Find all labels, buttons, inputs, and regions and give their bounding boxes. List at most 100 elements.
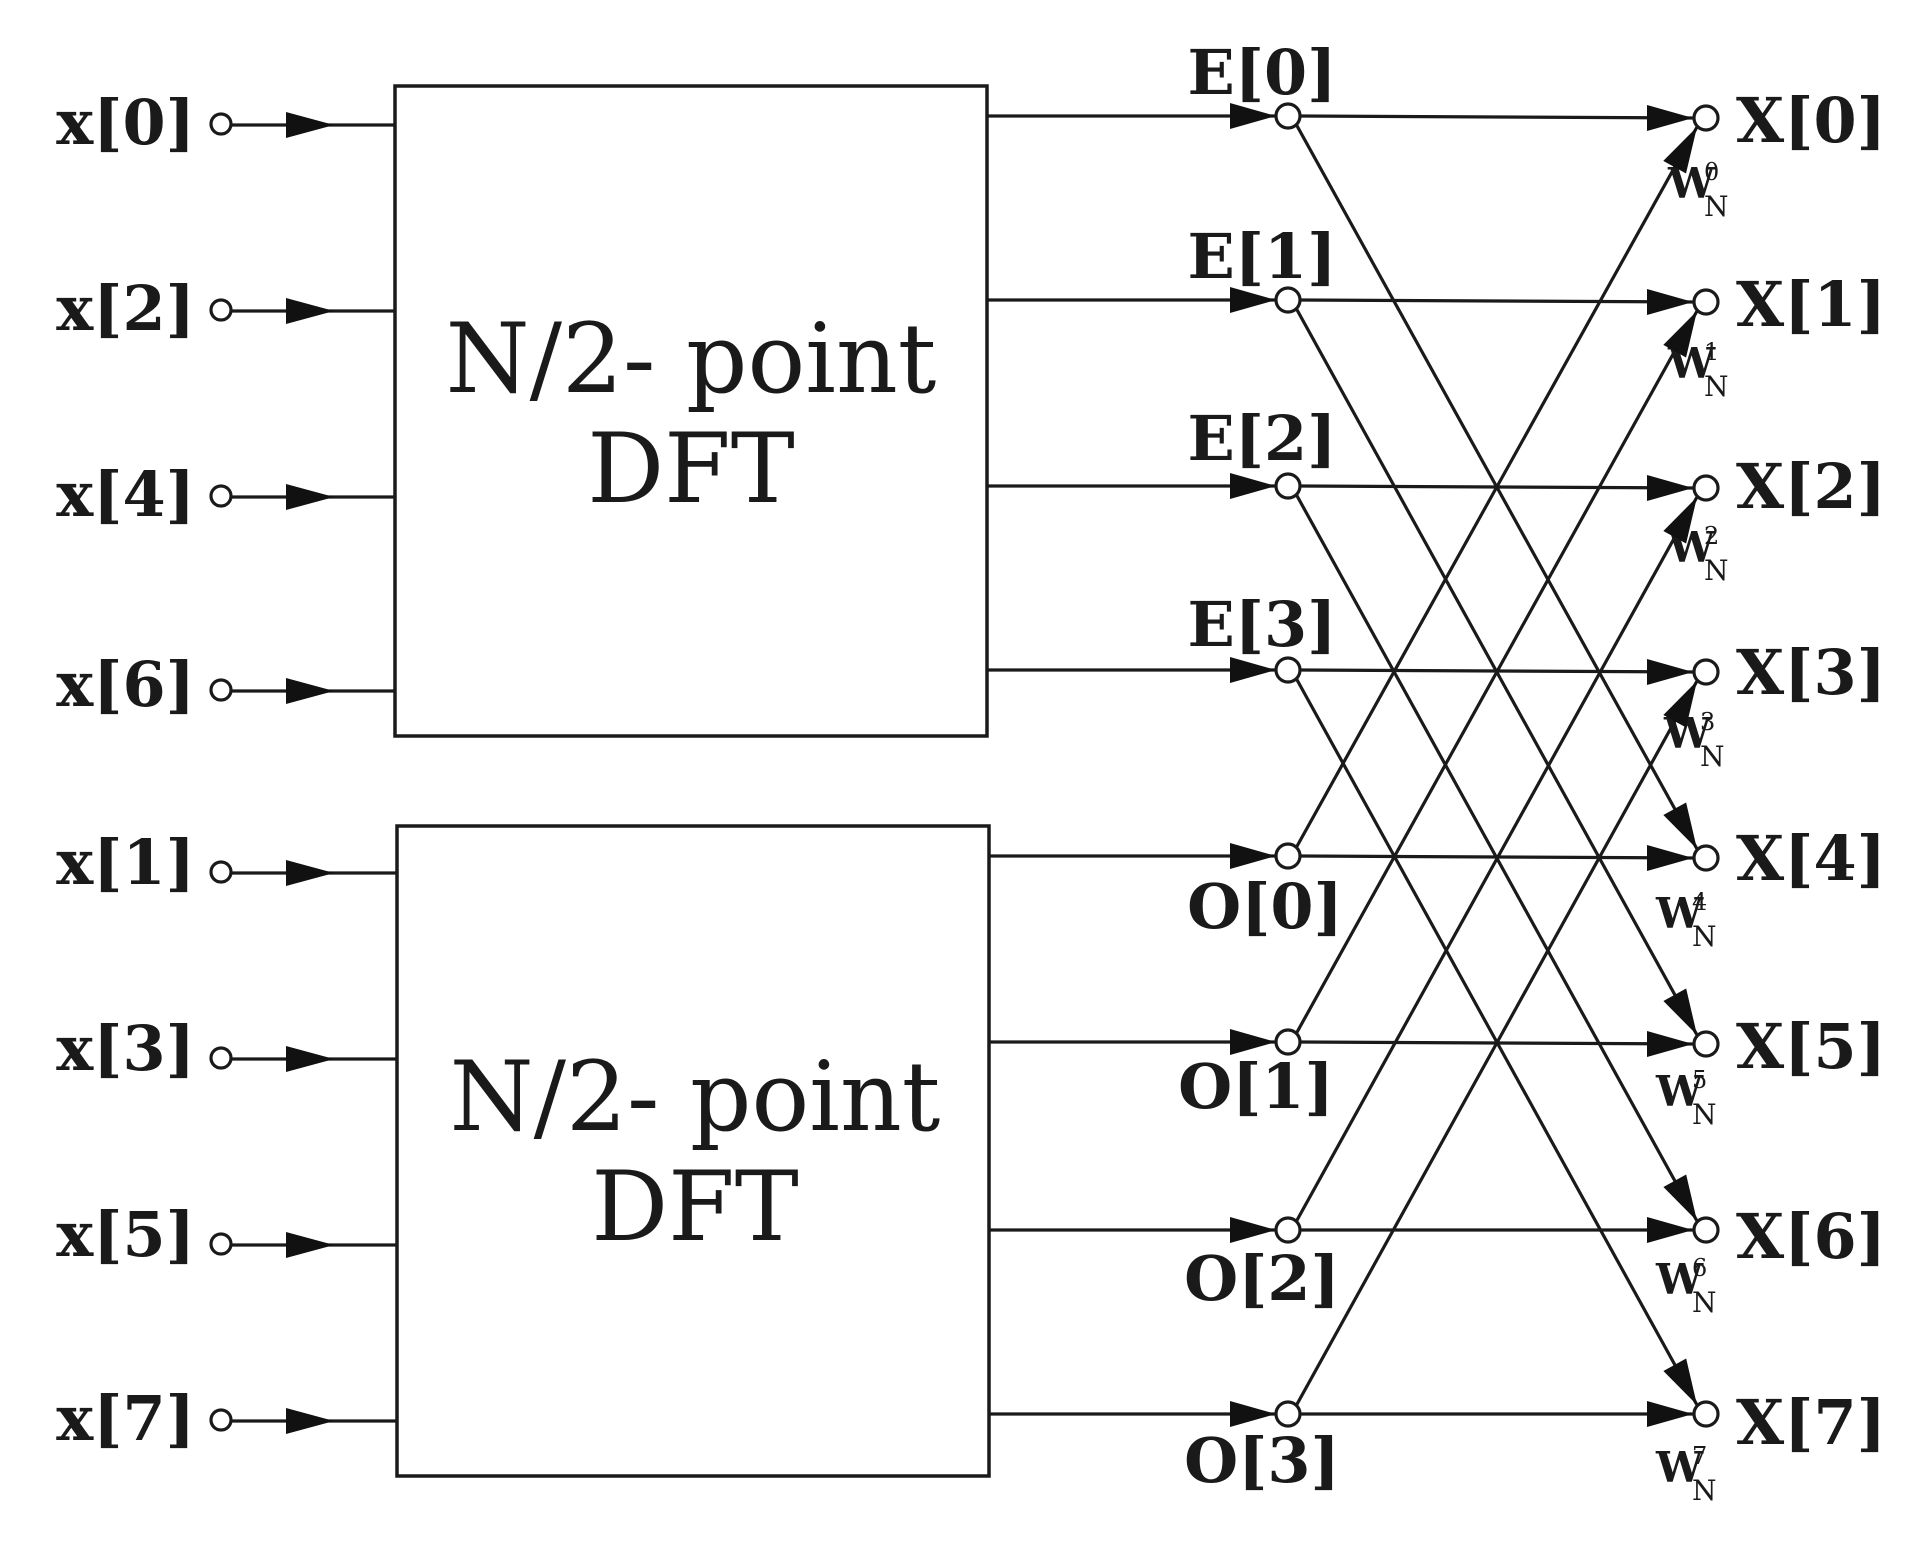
input-node (209, 298, 233, 322)
block-output-arrow (1230, 1401, 1276, 1427)
twiddle-base: W (1655, 1443, 1704, 1492)
butterfly-cross-wire (1294, 680, 1699, 1407)
butterfly-cross-arrow (1663, 1174, 1697, 1221)
output-section: X[0] X[1] X[2] X[3] X[4] X[5] X[6] X[7] (1736, 84, 1886, 1459)
dft-block-top-frame (393, 84, 989, 738)
twiddle-factor: W 6 N (1655, 1254, 1717, 1319)
butterfly-cross-wire (1294, 496, 1699, 1223)
butterfly-cross-arrow (1663, 988, 1697, 1035)
twiddle-factor: W 4 N (1655, 888, 1717, 953)
butterfly-cross-arrow (1663, 497, 1697, 544)
twiddle-subscript: N (1704, 190, 1729, 223)
odd-node (1274, 842, 1302, 870)
twiddle-subscript: N (1704, 370, 1729, 403)
odd-node (1274, 1216, 1302, 1244)
twiddle-exponent: 3 (1700, 708, 1715, 736)
twiddle-factor: W 5 N (1655, 1066, 1717, 1131)
input-arrow (286, 678, 334, 704)
twiddle-subscript: N (1692, 1286, 1717, 1319)
dft-block-top: N/2- point DFT (393, 84, 989, 738)
output-node (1692, 474, 1720, 502)
output-label: X[6] (1736, 1200, 1886, 1273)
input-node (209, 1232, 233, 1256)
twiddle-exponent: 2 (1704, 522, 1719, 550)
input-arrow (286, 1046, 334, 1072)
butterfly-straight-arrow (1647, 475, 1693, 501)
block-output-arrow (1230, 287, 1276, 313)
input-label: x[5] (56, 1198, 195, 1271)
output-label: X[0] (1736, 84, 1886, 157)
signal-nodes (209, 102, 1720, 1432)
twiddle-base: W (1655, 1067, 1704, 1116)
input-label: x[2] (56, 272, 195, 345)
dft-block-bottom-line2: DFT (591, 1151, 799, 1263)
output-node (1692, 658, 1720, 686)
butterfly-straight-wire (1299, 114, 1695, 120)
output-label: X[2] (1736, 450, 1886, 523)
input-node (209, 860, 233, 884)
butterfly-straight-arrow (1647, 105, 1693, 131)
output-label: X[3] (1736, 636, 1886, 709)
output-node (1692, 1030, 1720, 1058)
input-node (209, 1046, 233, 1070)
twiddle-factors: W 0 N W 1 N W 2 N W 3 N W 4 N W 5 N (1655, 158, 1729, 1507)
butterfly-cross-wire (1294, 310, 1699, 1035)
dft-block-bottom: N/2- point DFT (395, 824, 991, 1478)
butterfly-straight-arrow (1647, 845, 1693, 871)
output-node (1692, 1216, 1720, 1244)
twiddle-base: W (1655, 1255, 1704, 1304)
butterfly-straight-arrow (1647, 1031, 1693, 1057)
block-output-arrow (1230, 103, 1276, 129)
output-label: X[4] (1736, 822, 1886, 895)
input-label: x[3] (56, 1012, 195, 1085)
input-arrow (286, 860, 334, 886)
even-node (1274, 286, 1302, 314)
even-node (1274, 656, 1302, 684)
input-label: x[4] (56, 458, 195, 531)
input-arrow (286, 1232, 334, 1258)
odd-label: O[2] (1184, 1242, 1340, 1315)
twiddle-exponent: 4 (1692, 888, 1707, 916)
output-label: X[5] (1736, 1010, 1886, 1083)
twiddle-subscript: N (1700, 740, 1725, 773)
twiddle-exponent: 7 (1692, 1442, 1707, 1470)
dft-block-bottom-line1: N/2- point (450, 1041, 941, 1153)
odd-label: O[3] (1184, 1424, 1340, 1497)
block-output-arrow (1230, 843, 1276, 869)
input-label: x[7] (56, 1382, 195, 1455)
input-arrow (286, 1408, 334, 1434)
twiddle-exponent: 5 (1692, 1066, 1707, 1094)
twiddle-subscript: N (1692, 920, 1717, 953)
intermediate-labels: E[0] E[1] E[2] E[3] O[0] O[1] O[2] O[3] (1178, 36, 1343, 1497)
butterfly-straight-arrow (1647, 1217, 1693, 1243)
input-node (209, 112, 233, 136)
dft-block-bottom-frame (395, 824, 991, 1478)
butterfly-cross-arrow (1663, 311, 1697, 358)
arrowheads (286, 103, 1697, 1434)
output-node (1692, 288, 1720, 316)
even-label: E[1] (1187, 220, 1336, 293)
input-node (209, 678, 233, 702)
butterfly-cross-arrow (1663, 681, 1697, 728)
butterfly-cross-arrow (1663, 802, 1697, 849)
twiddle-subscript: N (1692, 1098, 1717, 1131)
butterfly-straight-wire (1299, 298, 1695, 304)
block-output-arrow (1230, 1217, 1276, 1243)
input-label: x[1] (56, 826, 195, 899)
odd-label: O[0] (1187, 870, 1343, 943)
twiddle-exponent: 6 (1692, 1254, 1707, 1282)
butterfly-cross-wire (1294, 126, 1699, 849)
odd-label: O[1] (1178, 1050, 1334, 1123)
block-output-arrow (1230, 657, 1276, 683)
even-label: E[2] (1187, 402, 1336, 475)
input-arrow (286, 112, 334, 138)
input-arrow (286, 298, 334, 324)
butterfly-straight-arrow (1647, 1401, 1693, 1427)
twiddle-base: W (1655, 889, 1704, 938)
output-node (1692, 104, 1720, 132)
input-node (209, 484, 233, 508)
butterfly-cross-arrow (1663, 127, 1697, 174)
butterfly-cross-arrow (1663, 1358, 1697, 1405)
twiddle-factor: W 7 N (1655, 1442, 1717, 1507)
